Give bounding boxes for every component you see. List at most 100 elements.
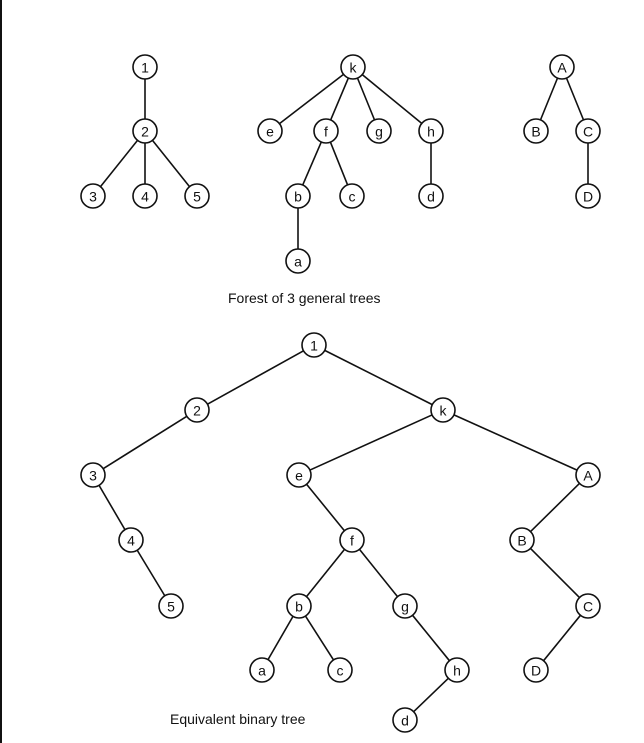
forest-tree1-node-circle	[80, 183, 106, 209]
forest-tree3-node-a-upper: A	[549, 54, 575, 80]
binary-node-f: f	[339, 527, 365, 553]
binary-node-2: 2	[184, 397, 210, 423]
forest-nodes: 1 2 3 4 5 k e f g h b c d a A B C D	[80, 54, 601, 274]
forest-edge-a-upper-c-upper	[565, 77, 585, 121]
binary-node-circle	[575, 593, 601, 619]
forest-tree1-node-label: 4	[141, 189, 149, 205]
forest-tree2-node-c: c	[339, 183, 365, 209]
forest-tree2-node-circle	[285, 248, 311, 274]
forest-tree2-node-b: b	[285, 183, 311, 209]
binary-edge-3-4	[98, 484, 126, 531]
binary-node-a-upper: A	[575, 462, 601, 488]
forest-edge-k-f	[329, 77, 350, 121]
binary-node-c: c	[327, 657, 353, 683]
binary-edge-2-3	[102, 415, 188, 470]
binary-edge-4-5	[136, 549, 166, 597]
forest-tree2-node-label: g	[375, 124, 383, 140]
binary-node-circle	[327, 657, 353, 683]
binary-node-circle	[430, 397, 456, 423]
forest-tree2-node-label: h	[427, 124, 435, 140]
forest-tree3-node-c-upper: C	[575, 118, 601, 144]
forest-tree2-node-circle	[339, 183, 365, 209]
forest-tree2-node-label: b	[294, 189, 302, 205]
forest-tree3-node-label: C	[583, 124, 593, 140]
binary-edge-k-e	[309, 414, 433, 471]
binary-edge-b-c	[304, 615, 335, 661]
forest-tree2-node-circle	[285, 183, 311, 209]
binary-node-circle	[184, 397, 210, 423]
binary-node-circle	[249, 657, 275, 683]
forest-tree2-node-d: d	[418, 183, 444, 209]
forest-tree1-node-label: 3	[89, 189, 97, 205]
binary-node-label: 3	[89, 468, 97, 484]
forest-tree2-node-label: f	[324, 124, 328, 140]
binary-node-k: k	[430, 397, 456, 423]
forest-tree1-node-label: 2	[141, 124, 149, 140]
forest-tree1-node-1: 1	[132, 54, 158, 80]
binary-node-label: 2	[193, 403, 201, 419]
binary-node-circle	[118, 527, 144, 553]
forest-tree2-node-g: g	[366, 118, 392, 144]
binary-node-b: b	[286, 593, 312, 619]
binary-node-label: A	[583, 468, 593, 484]
binary-node-label: g	[401, 599, 409, 615]
forest-tree2-node-circle	[340, 54, 366, 80]
forest-tree1-node-label: 1	[141, 60, 149, 76]
binary-edge-f-g	[358, 548, 399, 598]
binary-node-label: c	[337, 663, 344, 679]
forest-edge-f-c	[329, 141, 349, 186]
binary-tree-edges	[98, 349, 582, 713]
forest-tree2-node-label: c	[349, 189, 356, 205]
forest-tree1-node-2: 2	[132, 118, 158, 144]
forest-tree1-node-label: 5	[193, 189, 201, 205]
binary-node-4: 4	[118, 527, 144, 553]
binary-edge-b-a	[267, 615, 294, 661]
binary-edge-1-k	[324, 349, 433, 406]
binary-node-label: 4	[127, 533, 135, 549]
binary-node-b-upper: B	[509, 527, 535, 553]
binary-node-circle	[575, 462, 601, 488]
binary-node-circle	[509, 527, 535, 553]
forest-tree1-node-4: 4	[132, 183, 158, 209]
binary-edge-e-f	[305, 483, 346, 532]
forest-tree2-node-circle	[418, 183, 444, 209]
forest-tree2-node-a: a	[285, 248, 311, 274]
binary-node-5: 5	[158, 593, 184, 619]
forest-tree2-node-circle	[257, 118, 283, 144]
forest-tree1-node-circle	[132, 118, 158, 144]
forest-tree2-node-circle	[313, 118, 339, 144]
binary-node-d: d	[392, 707, 418, 733]
forest-tree1-node-circle	[132, 183, 158, 209]
forest-edge-f-b	[302, 141, 322, 186]
forest-tree2-node-label: k	[350, 60, 358, 76]
binary-node-label: C	[583, 599, 593, 615]
binary-node-e: e	[286, 462, 312, 488]
forest-tree1-node-circle	[132, 54, 158, 80]
binary-node-label: b	[295, 599, 303, 615]
forest-tree3-node-d-upper: D	[575, 183, 601, 209]
binary-edge-c-upper-d-upper	[542, 614, 582, 662]
binary-node-label: h	[453, 663, 461, 679]
forest-tree3-node-circle	[523, 118, 549, 144]
binary-node-circle	[158, 593, 184, 619]
binary-node-1: 1	[301, 332, 327, 358]
binary-node-label: f	[350, 533, 354, 549]
forest-tree2-node-e: e	[257, 118, 283, 144]
binary-edge-h-d	[413, 677, 449, 713]
forest-tree2-node-label: a	[294, 254, 302, 270]
forest-tree1-node-circle	[184, 183, 210, 209]
binary-node-label: d	[401, 713, 409, 729]
forest-tree3-node-circle	[575, 118, 601, 144]
forest-tree2-node-circle	[418, 118, 444, 144]
binary-edge-g-h	[411, 614, 451, 662]
binary-edge-b-upper-c-upper	[529, 547, 581, 599]
forest-tree3-node-label: A	[557, 60, 567, 76]
forest-tree3-node-label: D	[583, 189, 593, 205]
forest-tree3-node-circle	[575, 183, 601, 209]
binary-node-a: a	[249, 657, 275, 683]
binary-edge-a-upper-b-upper	[529, 482, 581, 533]
forest-tree3-node-label: B	[531, 124, 540, 140]
forest-edges	[99, 73, 589, 249]
